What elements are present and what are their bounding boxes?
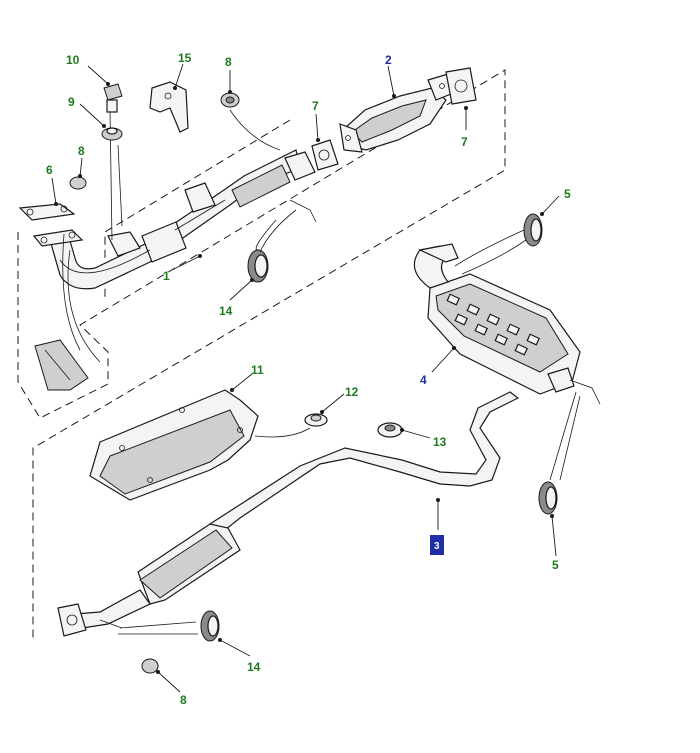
callout-3: 3 <box>434 541 440 552</box>
callout-10: 10 <box>66 53 80 67</box>
mounting-bracket <box>109 81 189 241</box>
callout-5-top: 5 <box>564 187 571 201</box>
callout-14-top: 14 <box>219 304 233 318</box>
callout-9: 9 <box>68 95 75 109</box>
intermediate-pipe <box>57 391 520 637</box>
callout-7-right: 7 <box>461 135 468 149</box>
leader-dots <box>54 82 554 674</box>
rubber-mountings <box>200 213 558 642</box>
converter-gaskets <box>311 67 477 171</box>
front-pipe <box>49 149 316 290</box>
callout-labels: 10 15 8 2 9 7 7 8 6 5 1 14 4 11 12 13 3 … <box>46 51 571 707</box>
front-flange-gaskets <box>18 203 84 247</box>
front-heat-shield <box>34 339 89 391</box>
callout-4: 4 <box>420 373 427 387</box>
callout-14-bottom: 14 <box>247 660 261 674</box>
rear-silencer <box>413 243 601 405</box>
callout-15: 15 <box>178 51 192 65</box>
callout-5-bottom: 5 <box>552 558 559 572</box>
callout-8-top: 8 <box>225 55 232 69</box>
callout-3-box <box>430 535 444 555</box>
leader-lines <box>51 63 581 693</box>
silencer-dimples <box>446 293 541 356</box>
grommets <box>304 413 403 438</box>
fasteners-top <box>69 83 240 190</box>
callout-12: 12 <box>345 385 359 399</box>
callout-1: 1 <box>163 269 170 283</box>
callout-11: 11 <box>251 363 264 377</box>
lower-nut <box>141 658 159 674</box>
callout-13: 13 <box>433 435 447 449</box>
callout-6: 6 <box>46 163 53 177</box>
catalytic-converter <box>339 73 457 153</box>
callout-7-left: 7 <box>312 99 319 113</box>
heat-shield <box>89 389 259 501</box>
callout-8-bottom: 8 <box>180 693 187 707</box>
callout-2: 2 <box>385 53 392 67</box>
callout-8-mid: 8 <box>78 144 85 158</box>
